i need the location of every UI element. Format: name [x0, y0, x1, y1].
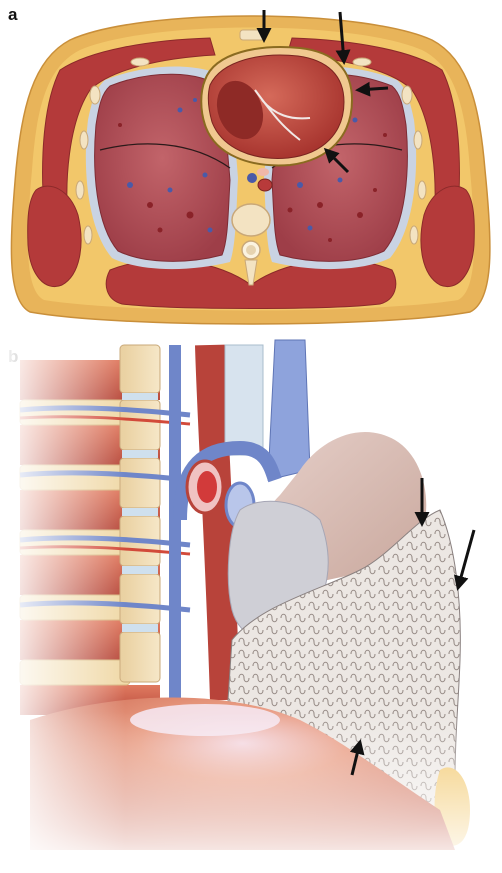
arrow-b2: [453, 529, 476, 591]
left-chest-wall-muscle: [42, 37, 216, 251]
aorta-cross-section: [257, 178, 273, 192]
right-scapular-muscle: [420, 185, 475, 287]
left-lung-fissure: [99, 143, 231, 169]
spinous-process: [244, 259, 258, 286]
ribs: [75, 57, 427, 245]
heart-valves: [254, 89, 311, 141]
heart-mesh-wrap-illustration: [0, 335, 502, 873]
fade-bottom: [0, 335, 502, 873]
vertebral-body: [231, 203, 271, 237]
vena-cava-cross-section: [247, 173, 257, 183]
left-ventricle-cavity: [216, 80, 264, 140]
arrow-a2: [335, 11, 351, 65]
panel-label-a: a: [8, 5, 18, 24]
thorax-cross-section-illustration: [10, 10, 491, 325]
lung-vessels: [118, 98, 387, 242]
arrows-panel-a: [256, 10, 389, 174]
left-scapular-muscle: [27, 185, 82, 287]
spinal-cord: [246, 245, 256, 255]
sternum: [239, 29, 267, 41]
arrow-b3: [349, 739, 365, 776]
back-muscles: [105, 259, 397, 309]
arrow-a4: [323, 147, 350, 174]
esophagus-cross-section: [257, 168, 269, 176]
arrow-a3: [355, 81, 389, 97]
arrows-panel-b: [349, 478, 476, 776]
